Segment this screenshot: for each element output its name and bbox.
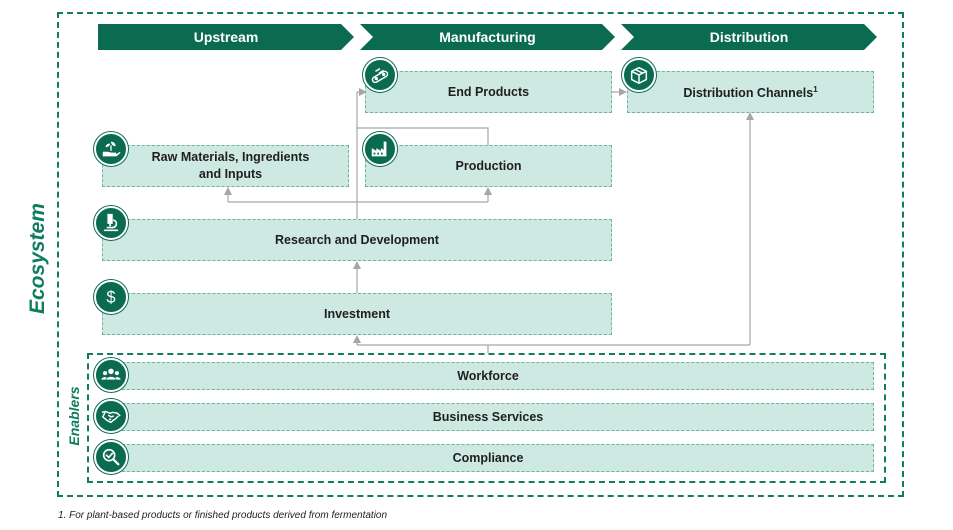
business-services-box: Business Services [102, 403, 874, 431]
distribution-channels-label: Distribution Channels1 [683, 81, 817, 102]
raw-materials-label: Raw Materials, Ingredients and Inputs [151, 150, 310, 181]
research-label: Research and Development [275, 232, 439, 247]
end-products-box: End Products [365, 71, 612, 113]
package-icon [622, 58, 656, 92]
compliance-label: Compliance [452, 450, 524, 465]
footnote: 1. For plant-based products or finished … [58, 510, 388, 521]
compliance-box: Compliance [102, 444, 874, 472]
factory-icon [363, 132, 397, 166]
business-services-label: Business Services [432, 409, 544, 424]
production-label: Production [455, 158, 522, 173]
research-box: Research and Development [102, 219, 612, 261]
footnote-marker: 1 [813, 85, 818, 95]
connector-production-loop [357, 127, 489, 145]
investment-label: Investment [324, 306, 390, 321]
end-products-label: End Products [447, 84, 530, 99]
distribution-channels-text: Distribution Channels [683, 86, 814, 101]
distribution-channels-box: Distribution Channels1 [627, 71, 874, 113]
svg-text:$: $ [106, 289, 115, 307]
checkmark-magnifier-icon [94, 440, 128, 474]
dollar-icon: $ [94, 280, 128, 314]
hand-plant-icon [94, 132, 128, 166]
production-box: Production [365, 145, 612, 187]
microscope-icon [94, 206, 128, 240]
workforce-box: Workforce [102, 362, 874, 390]
stage-distribution: Distribution [621, 24, 877, 50]
stage-upstream: Upstream [98, 24, 354, 50]
investment-box: Investment [102, 293, 612, 335]
stage-manufacturing: Manufacturing [360, 24, 615, 50]
handshake-icon [94, 399, 128, 433]
enablers-label: Enablers [66, 386, 82, 446]
conveyor-icon [363, 58, 397, 92]
ecosystem-frame [57, 12, 904, 497]
workforce-label: Workforce [457, 368, 519, 383]
enablers-frame [87, 353, 886, 483]
raw-materials-box: Raw Materials, Ingredients and Inputs [102, 145, 349, 187]
people-icon [94, 358, 128, 392]
